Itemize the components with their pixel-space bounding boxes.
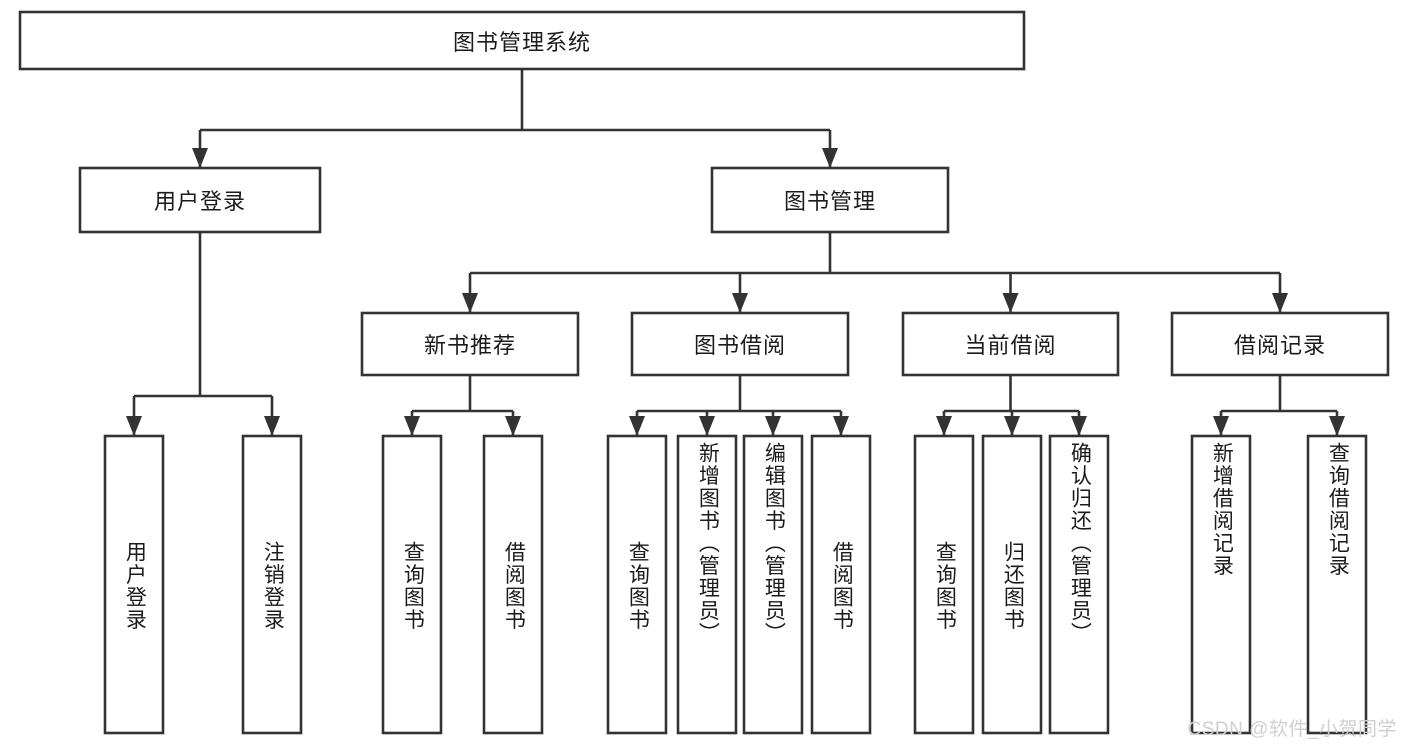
arrow-head-leaf-query-record	[1329, 416, 1345, 436]
arrow-head-book-borrow	[732, 293, 748, 313]
node-box-book-borrow	[630, 311, 850, 377]
arrow-head-leaf-return-book	[1004, 416, 1020, 436]
arrow-head-leaf-add-book	[699, 416, 715, 436]
arrow-head-user-login	[192, 148, 208, 168]
node-boxes-layer	[18, 10, 1390, 735]
arrow-head-leaf-add-record	[1213, 416, 1229, 436]
node-box-leaf-confirm-return	[1048, 434, 1110, 735]
arrow-head-leaf-borrow-book-1	[505, 416, 521, 436]
node-box-leaf-query-record	[1306, 434, 1368, 735]
node-box-user-login	[78, 166, 322, 234]
arrow-head-leaf-borrow-book-2	[833, 416, 849, 436]
arrow-head-leaf-confirm-return	[1071, 416, 1087, 436]
node-box-leaf-query-book-1	[381, 434, 443, 735]
node-box-leaf-add-record	[1190, 434, 1252, 735]
arrow-head-leaf-query-book-3	[936, 416, 952, 436]
node-box-borrow-record	[1170, 311, 1390, 377]
node-box-leaf-user-login	[103, 434, 165, 735]
node-box-leaf-return-book	[981, 434, 1043, 735]
arrow-head-leaf-user-logout	[264, 416, 280, 436]
arrow-head-book-manage	[822, 148, 838, 168]
node-box-root	[18, 10, 1026, 71]
arrow-head-borrow-record	[1272, 293, 1288, 313]
arrow-head-leaf-query-book-2	[629, 416, 645, 436]
node-box-leaf-edit-book	[742, 434, 804, 735]
arrow-head-leaf-edit-book	[765, 416, 781, 436]
connectors-layer	[126, 69, 1345, 436]
node-box-new-book-rec	[360, 311, 580, 377]
node-box-leaf-query-book-2	[606, 434, 668, 735]
arrow-head-new-book-rec	[462, 293, 478, 313]
node-box-leaf-user-logout	[241, 434, 303, 735]
node-box-book-manage	[710, 166, 950, 234]
arrow-head-leaf-user-login	[126, 416, 142, 436]
arrow-head-leaf-query-book-1	[404, 416, 420, 436]
node-box-leaf-add-book	[676, 434, 738, 735]
node-box-current-borrow	[901, 311, 1120, 377]
arrow-head-current-borrow	[1002, 293, 1019, 313]
node-box-leaf-borrow-book-1	[482, 434, 544, 735]
node-box-leaf-borrow-book-2	[810, 434, 872, 735]
node-box-leaf-query-book-3	[913, 434, 975, 735]
